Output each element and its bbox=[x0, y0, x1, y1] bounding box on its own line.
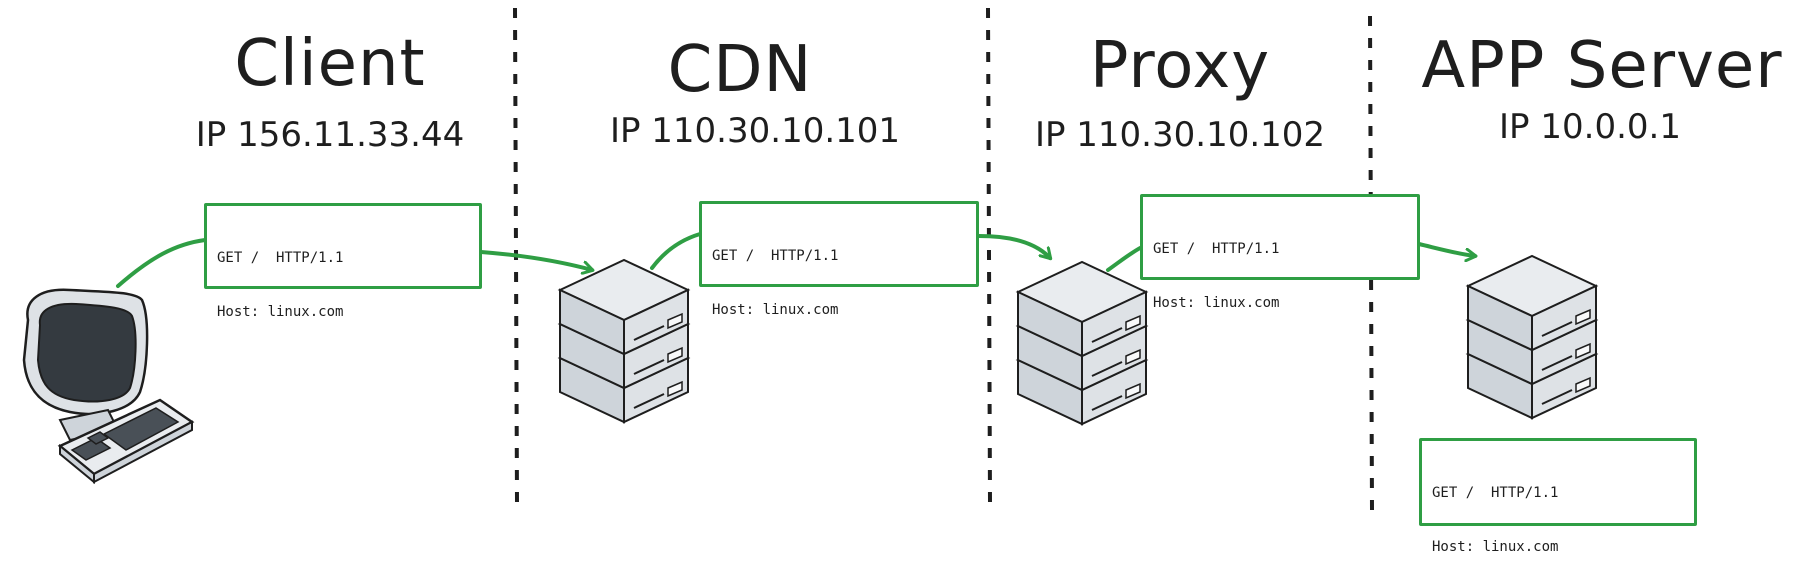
client-title: Client bbox=[234, 27, 426, 101]
request-box-cdn: GET / HTTP/1.1 Host: linux.com bbox=[699, 201, 979, 318]
app-server-ip: IP 10.0.0.1 bbox=[1499, 107, 1681, 147]
host-line: Host: linux.com bbox=[1432, 539, 1559, 555]
diagram-canvas bbox=[22, 7, 1597, 511]
request-line: GET / HTTP/1.1 bbox=[217, 250, 344, 266]
cdn-title: CDN bbox=[667, 33, 813, 107]
request-box-proxy: GET / HTTP/1.1 Host: linux.com bbox=[1140, 194, 1420, 311]
request-box-client: GET / HTTP/1.1 Host: linux.com bbox=[204, 203, 482, 320]
divider-line bbox=[986, 7, 992, 504]
cdn-server-icon bbox=[559, 259, 689, 423]
host-line: Host: linux.com bbox=[712, 302, 839, 318]
computer-icon bbox=[22, 288, 195, 485]
app-server-icon bbox=[1467, 255, 1597, 419]
request-line: GET / HTTP/1.1 bbox=[1432, 485, 1559, 501]
proxy-server-icon bbox=[1017, 261, 1147, 425]
proxy-title: Proxy bbox=[1089, 29, 1271, 103]
request-line: GET / HTTP/1.1 bbox=[1153, 241, 1280, 257]
cdn-ip: IP 110.30.10.101 bbox=[609, 111, 901, 151]
arrow-proxy-to-app bbox=[1106, 242, 1475, 272]
arrow-cdn-to-proxy bbox=[650, 232, 1050, 268]
request-line: GET / HTTP/1.1 bbox=[712, 248, 839, 264]
app-server-title: APP Server bbox=[1421, 29, 1783, 103]
host-line: Host: linux.com bbox=[217, 304, 344, 320]
client-ip: IP 156.11.33.44 bbox=[195, 115, 465, 155]
host-line: Host: linux.com bbox=[1153, 295, 1280, 311]
proxy-ip: IP 110.30.10.102 bbox=[1034, 115, 1326, 155]
arrow-client-to-cdn bbox=[116, 238, 592, 288]
request-box-app-server: GET / HTTP/1.1 Host: linux.com bbox=[1419, 438, 1697, 555]
